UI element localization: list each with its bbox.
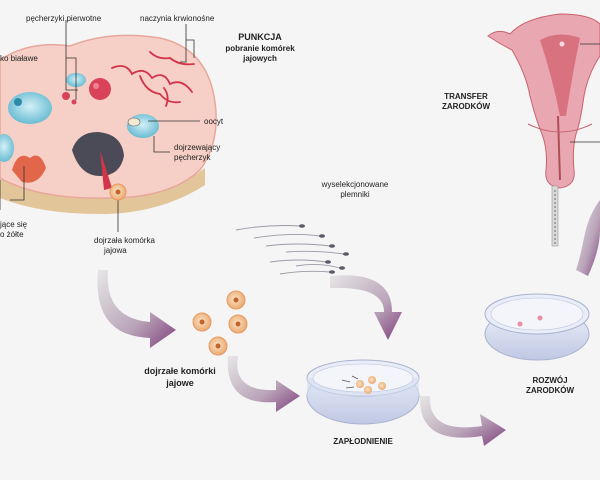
label-development-2: ZARODKÓW	[510, 386, 590, 396]
label-maturing-follicle-2: pęcherzyk	[174, 153, 210, 163]
label-corpus-luteum-2: o żółte	[0, 230, 24, 240]
label-fertilization: ZAPŁODNIENIE	[313, 437, 413, 447]
label-development-1: ROZWÓJ	[510, 376, 590, 386]
fertilization-dish	[307, 360, 419, 424]
label-primordial-follicles: pęcherzyki pierwotne	[26, 14, 101, 24]
arrow-development-to-transfer	[576, 200, 600, 276]
label-selected-sperm-1: wyselekcjonowane	[300, 180, 410, 190]
label-white-bodies: ko białawe	[0, 54, 38, 64]
label-transfer-2: ZARODKÓW	[432, 102, 500, 112]
follicle-red	[89, 78, 111, 100]
label-blood-vessels: naczynia krwionośne	[140, 14, 214, 24]
label-maturing-follicle-1: dojrzewający	[174, 143, 220, 153]
sperm	[236, 226, 344, 275]
label-oocyte: oocyt	[204, 117, 223, 127]
arrow-ovary-to-eggs	[97, 270, 176, 348]
arrow-eggs-to-dish	[228, 356, 300, 412]
label-transfer-1: TRANSFER	[432, 92, 500, 102]
label-puncture-sub1: pobranie komórek	[220, 44, 300, 54]
label-selected-sperm-2: plemniki	[300, 190, 410, 200]
mature-eggs	[193, 291, 247, 355]
label-corpus-luteum-1: jące się	[0, 220, 27, 230]
follicle	[8, 92, 52, 124]
label-mature-eggs-2: jajowe	[130, 378, 230, 389]
label-mature-eggs-1: dojrzałe komórki	[130, 366, 230, 377]
label-mature-egg-1: dojrzała komórka	[94, 236, 155, 246]
arrow-sperm-to-dish	[330, 275, 402, 340]
label-puncture-sub2: jajowych	[220, 54, 300, 64]
development-dish	[485, 294, 589, 360]
label-puncture-title: PUNKCJA	[220, 32, 300, 43]
arrow-dish-to-development	[420, 396, 506, 446]
uterus	[488, 14, 600, 246]
label-mature-egg-2: jajowa	[104, 246, 127, 256]
